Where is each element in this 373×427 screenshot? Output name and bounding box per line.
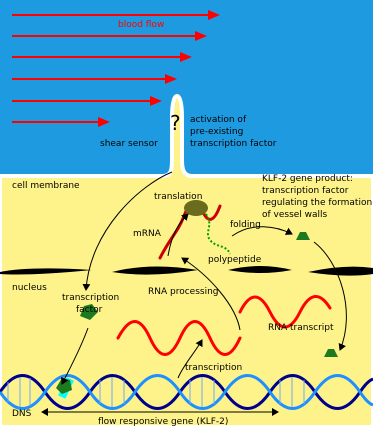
klf2-label-3: regulating the formation <box>262 198 372 208</box>
transcription-label: transcription <box>185 363 242 373</box>
activation-label-3: transcription factor <box>190 139 277 149</box>
transcription-factor-label-2: factor <box>76 305 103 315</box>
klf2-label-4: of vessel walls <box>262 210 328 220</box>
translation-label: translation <box>154 192 202 202</box>
mrna-label: mRNA <box>133 229 162 239</box>
rna-transcript-label: RNA transcript <box>268 323 334 333</box>
folding-label: folding <box>230 220 261 230</box>
activation-label-1: activation of <box>190 115 247 125</box>
nucleus-label: nucleus <box>12 283 47 293</box>
question-mark: ? <box>170 111 181 135</box>
shear-sensor-label: shear sensor <box>100 139 158 149</box>
gene-label: flow responsive gene (KLF-2) <box>98 417 228 427</box>
ribosome-shape <box>184 200 208 216</box>
polypeptide-label: polypeptide <box>208 255 262 265</box>
transcription-factor-label-1: transcription <box>62 293 119 303</box>
blood-flow-label: blood flow <box>118 20 164 30</box>
klf2-label-2: transcription factor <box>262 186 349 196</box>
klf2-label-1: KLF-2 gene product: <box>262 174 353 184</box>
cell-membrane-label: cell membrane <box>12 181 80 191</box>
dns-label: DNS <box>12 409 32 419</box>
activation-label-2: pre-existing <box>190 127 243 137</box>
rna-processing-label: RNA processing <box>148 287 219 297</box>
